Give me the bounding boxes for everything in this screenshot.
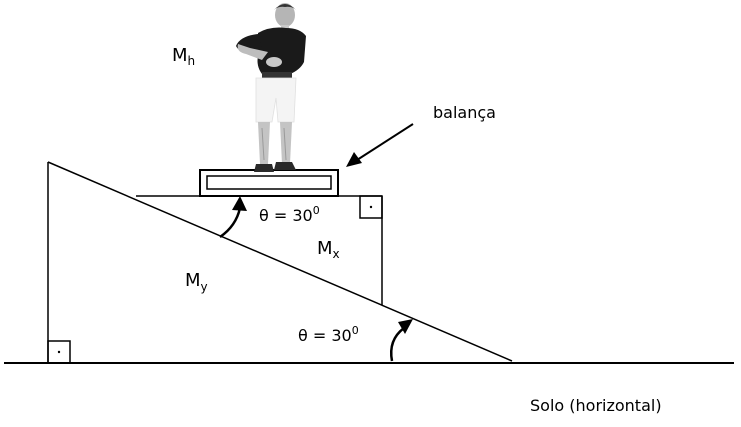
angle-arc-bottom xyxy=(390,319,413,362)
mass-man-label: Mh xyxy=(172,45,195,68)
angle-top-label: θ = 300 xyxy=(259,204,320,225)
angle-bottom-label: θ = 300 xyxy=(298,324,359,345)
scale-label: balança xyxy=(433,103,496,122)
scale-pointer-arrow xyxy=(346,123,414,167)
mass-wedge-label: My xyxy=(185,270,208,294)
wedge xyxy=(47,161,513,364)
right-angle-marker-bottom xyxy=(47,340,71,364)
man-figure xyxy=(236,3,306,172)
scale xyxy=(199,169,339,197)
angle-arc-top xyxy=(219,196,247,239)
mass-block-label: Mx xyxy=(317,238,340,261)
ground-label: Solo (horizontal) xyxy=(530,396,662,415)
right-angle-marker-top xyxy=(359,195,383,219)
